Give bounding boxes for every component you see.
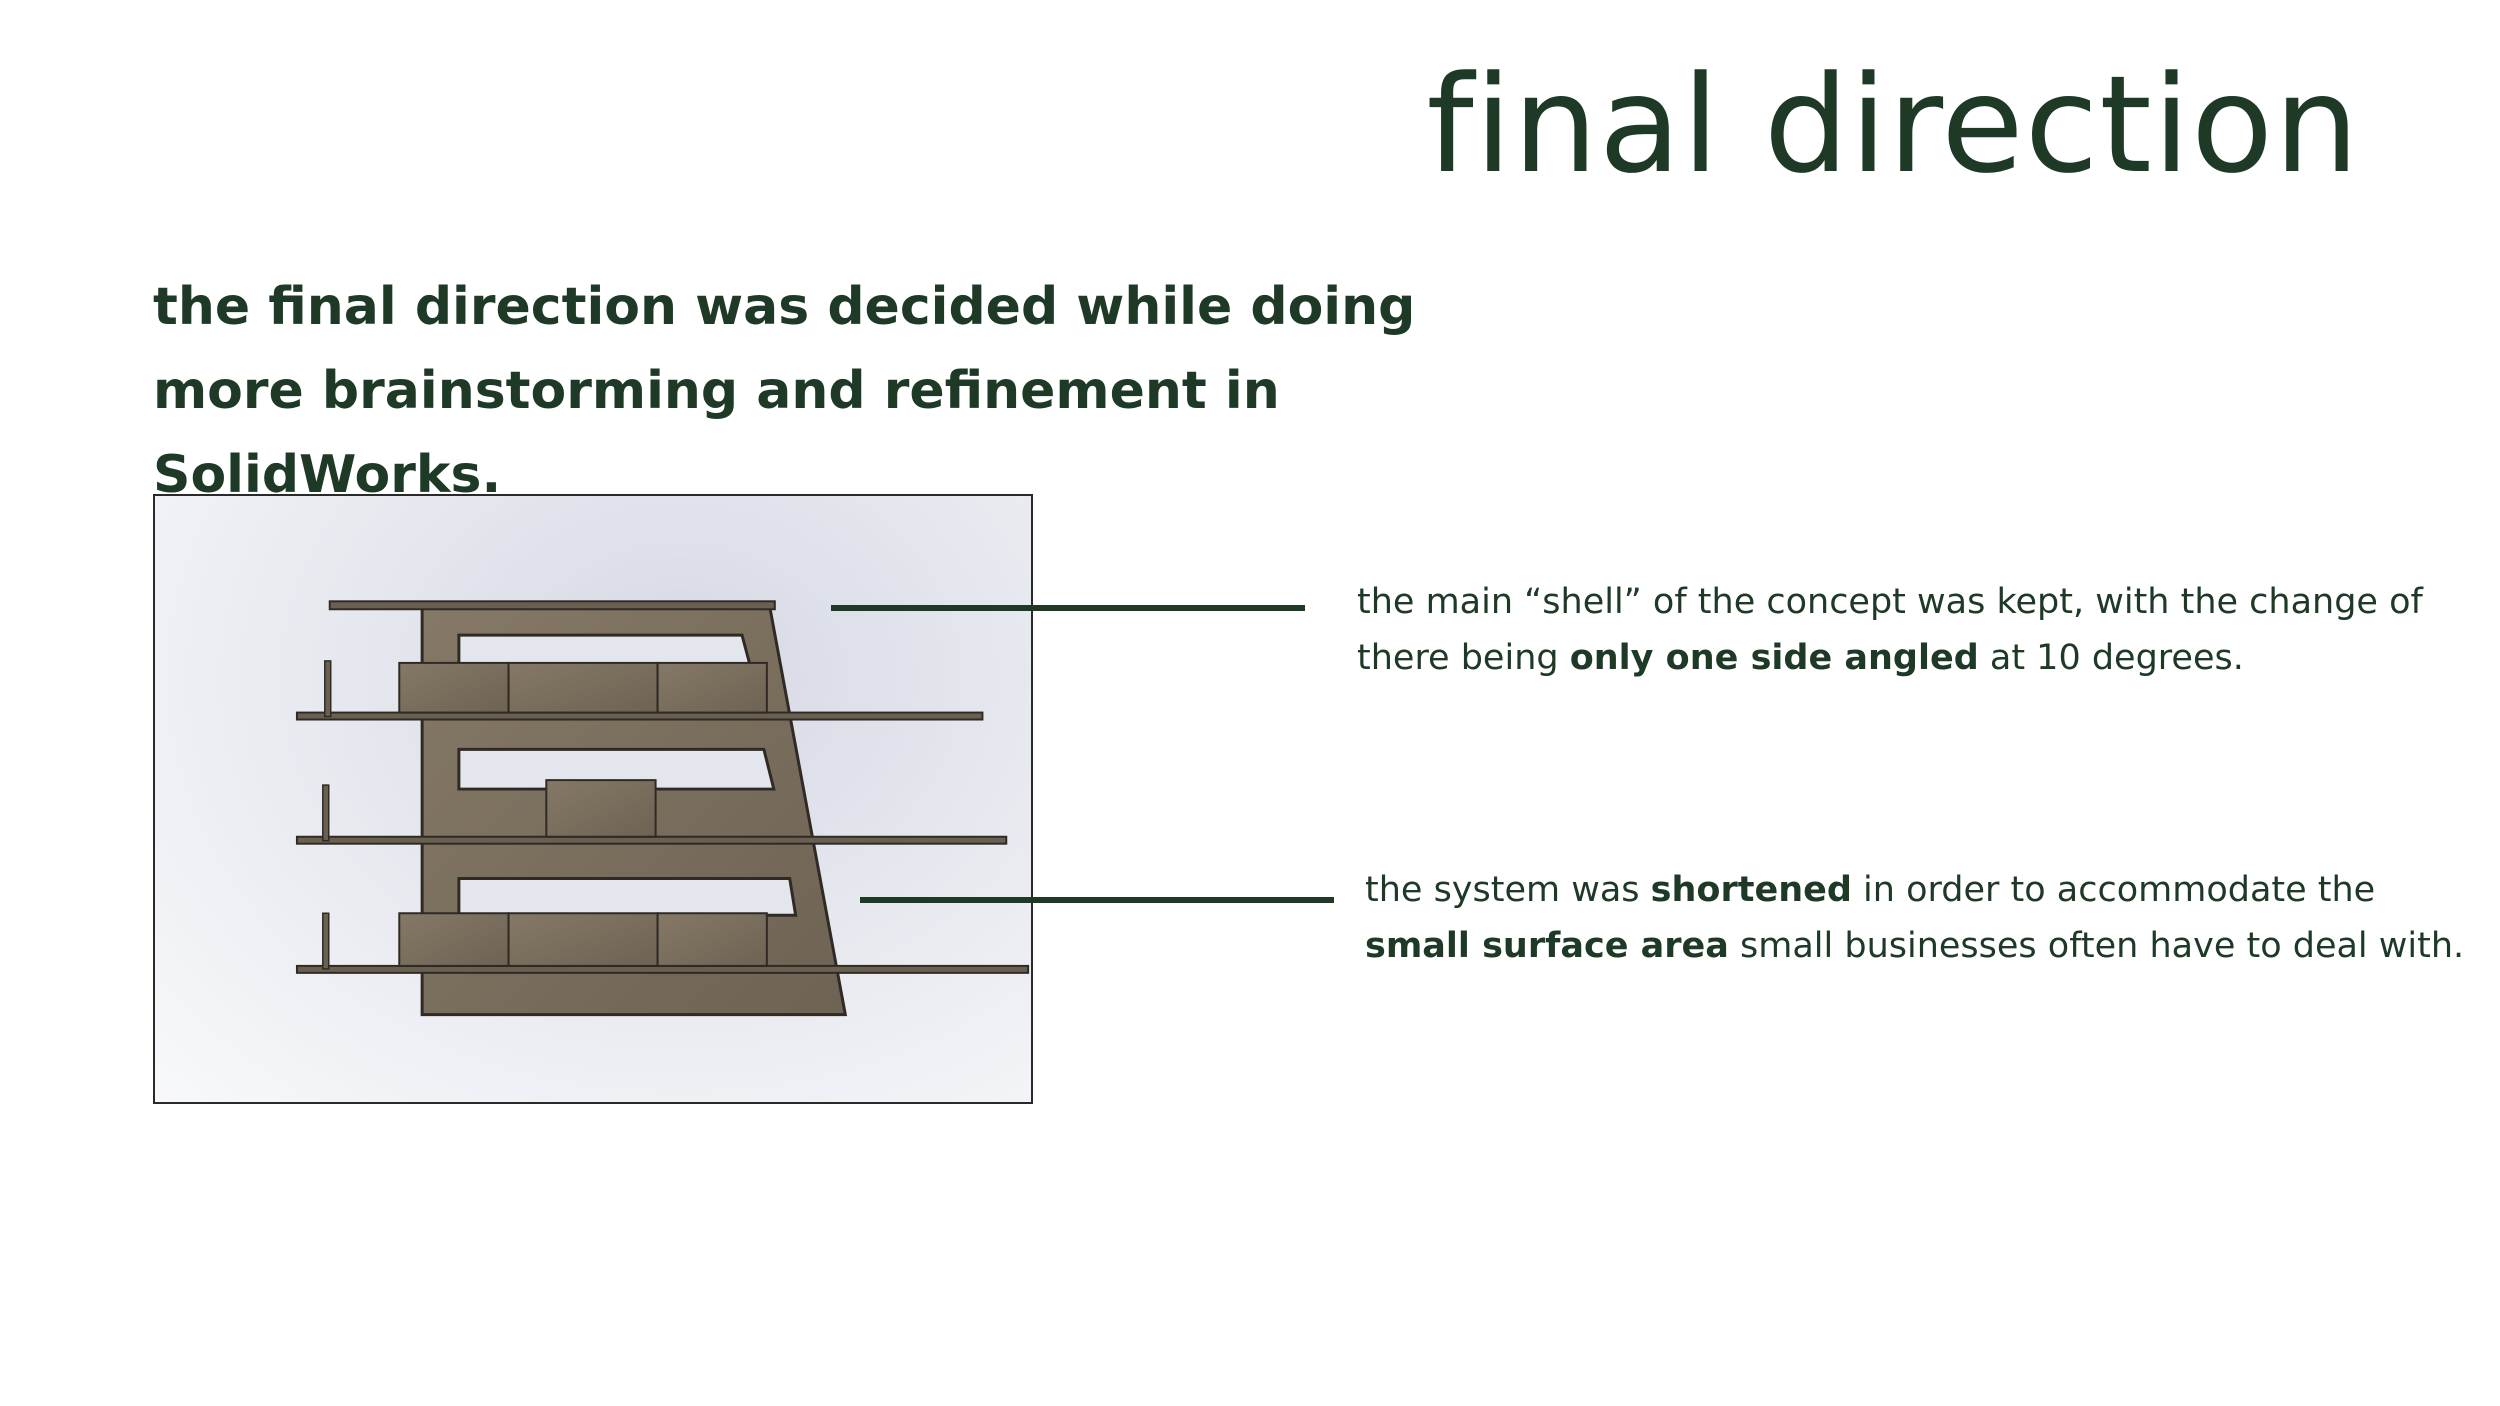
shelf-1-box-b	[507, 661, 659, 714]
note-shortened-line1-a: the system was	[1365, 870, 1651, 910]
note-shortened-line1-bold: shortened	[1650, 870, 1852, 910]
note-shortened: the system was shortened in order to acc…	[1365, 862, 2464, 974]
cutout-top	[457, 633, 752, 667]
leader-line-shortened	[860, 897, 1334, 903]
shelf-1-box-a	[398, 661, 510, 714]
shelf-1-box-c	[656, 661, 768, 714]
shelf-2-bracket	[322, 784, 330, 842]
shelf-1	[295, 711, 984, 721]
note-shell-line2-a: there being	[1357, 638, 1570, 678]
top-cap	[328, 600, 776, 611]
shelf-3-box-a	[398, 912, 510, 967]
slide-title: final direction	[1426, 47, 2360, 203]
intro-text: the final direction was decided while do…	[153, 277, 1416, 505]
note-shell: the main “shell” of the concept was kept…	[1357, 574, 2423, 686]
solidworks-render	[153, 494, 1033, 1104]
shelf-2	[295, 835, 1008, 845]
shelf-2-box	[545, 779, 657, 838]
note-shortened-line2-b: small businesses often have to deal with…	[1728, 926, 2465, 966]
shelf-3-box-c	[656, 912, 768, 967]
note-shell-line2-bold: only one side angled	[1569, 638, 1979, 678]
shelf-1-bracket	[324, 660, 332, 718]
note-shell-line1: the main “shell” of the concept was kept…	[1357, 582, 2423, 622]
shelf-model-illustration	[295, 600, 1030, 1017]
note-shortened-line2-bold: small surface area	[1365, 926, 1729, 966]
leader-line-shell	[831, 605, 1305, 611]
shelf-3	[295, 964, 1030, 974]
note-shell-line2-b: at 10 degrees.	[1978, 638, 2244, 678]
shelf-3-bracket	[322, 912, 330, 970]
shelf-3-box-b	[507, 912, 659, 967]
note-shortened-line1-b: in order to accommodate the	[1851, 870, 2376, 910]
cutout-bottom	[457, 876, 798, 917]
cutout-middle	[457, 747, 776, 791]
